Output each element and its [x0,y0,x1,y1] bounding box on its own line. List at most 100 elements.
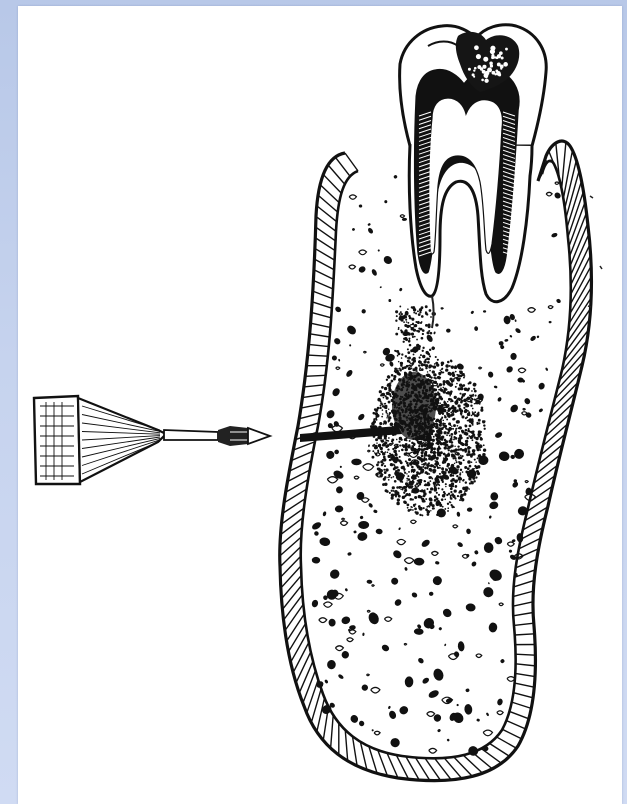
lesion-stipple [460,409,463,412]
bone-space [484,542,494,553]
bone-space [377,249,380,252]
bone-space [341,650,350,659]
lesion-stipple [436,364,439,367]
bone-space [335,505,344,513]
lesion-stipple [433,447,436,450]
bone-space [357,531,368,541]
lesion-stipple [450,383,453,386]
bone-space [427,712,435,717]
lesion-stipple [449,446,451,448]
lesion-stipple [430,464,433,467]
bone-space [466,528,472,534]
lesion-stipple [465,486,469,490]
lesion-stipple [393,464,395,466]
lesion-stipple [397,355,399,357]
bone-space [366,579,372,584]
lesion-stipple [474,449,476,451]
lesion-stipple [409,365,411,367]
bone-space [513,448,525,460]
lesion-stipple [467,460,471,464]
lesion-stipple [428,437,430,439]
cortical-hatch-stroke [571,245,590,285]
bone-space [362,632,365,636]
cortical-hatch-stroke [570,266,591,304]
caries-dot [487,68,492,73]
lesion-stipple [468,488,470,490]
lesion-stipple [447,503,449,505]
lesion-stipple [439,475,442,478]
bone-space [325,449,336,460]
cortical-hatch-stroke [570,213,587,257]
lesion-stipple [414,324,417,327]
lesion-stipple [450,480,453,483]
lesion-stipple [384,405,387,408]
dental-illustration [18,6,622,804]
bone-space [465,688,470,692]
lesion-stipple [433,374,434,375]
lesion-stipple [455,371,457,373]
lesion-stipple [394,480,397,483]
bone-space [340,466,342,468]
cortical-hatch-stroke [308,355,328,356]
bone-space [497,711,503,715]
lesion-stipple [421,498,424,501]
bone-space [363,464,374,471]
caries-dot [484,79,488,83]
lesion-stipple [386,417,388,419]
bone-space [555,182,559,184]
lesion-stipple [463,459,465,461]
lesion-stipple [436,403,439,406]
lesion-stipple [404,501,407,504]
bone-space [349,714,359,725]
lesion-stipple [467,451,470,454]
lesion-stipple [391,374,394,377]
lesion-stipple [456,420,459,423]
cortical-hatch-stroke [296,652,311,683]
lesion-stipple [429,499,432,502]
bone-space [381,643,391,652]
lesion-stipple [426,463,430,467]
cortical-hatch-stroke [571,255,591,294]
lesion-stipple [460,401,463,404]
lesion-stipple [448,429,450,431]
bone-space [404,558,414,564]
bone-space [313,530,319,536]
lesion-stipple [448,415,450,417]
cortical-hatch-stroke [516,559,537,568]
cortical-hatch-stroke [313,280,333,289]
lesion-stipple [370,425,373,428]
bone-space [437,508,446,517]
lesion-stipple [388,445,390,447]
caries-dot [474,45,479,50]
lesion-stipple [449,365,451,367]
lesion-stipple [429,309,432,312]
lesion-stipple [404,366,407,369]
lesion-stipple [423,500,425,502]
lesion-stipple [434,488,437,491]
lesion-stipple [437,504,439,506]
lesion-stipple [386,412,388,414]
lesion-stipple [412,474,415,477]
lesion-stipple [408,493,411,496]
bone-space [421,676,430,684]
lesion-stipple [383,458,387,462]
lesion-stipple [387,415,389,417]
lesion-stipple [457,374,460,377]
lesion-stipple [450,496,452,498]
lesion-stipple [423,360,426,363]
lesion-stipple [391,380,394,383]
cortical-hatch-stroke [514,623,534,625]
lesion-stipple [453,436,455,438]
bone-space [474,326,478,331]
bone-space [327,422,334,429]
lesion-stipple [469,465,472,468]
lesion-stipple [379,437,382,440]
lesion-stipple [411,466,414,469]
lesion-stipple [388,387,391,390]
lesion-stipple [437,385,440,388]
lesion-stipple [409,317,412,320]
cortical-hatch-stroke [299,413,320,418]
bone-space [380,364,384,366]
cortical-hatch-stroke [291,633,307,662]
